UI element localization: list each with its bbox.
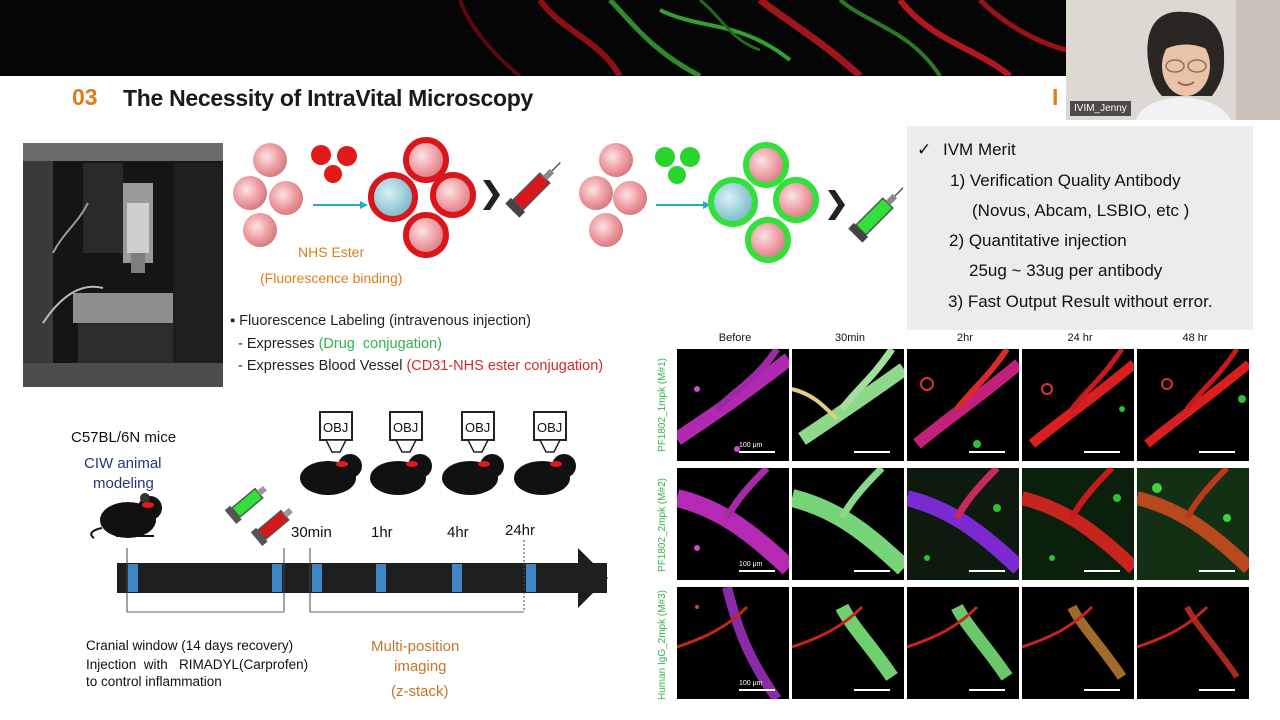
vessel-conjugation-line: - Expresses Blood Vessel (CD31-NHS ester… xyxy=(238,358,603,374)
drug-line-prefix: - Expresses xyxy=(238,336,319,352)
column-label: 48 hr xyxy=(1182,332,1208,344)
microscopy-image xyxy=(1022,349,1134,461)
mouse-strain-label: C57BL/6N mice xyxy=(71,429,177,446)
column-label: 24 hr xyxy=(1067,332,1093,344)
labeling-bullet-text: Fluorescence Labeling (intravenous injec… xyxy=(239,313,531,329)
microscopy-image xyxy=(1022,468,1134,580)
nhs-ester-label: NHS Ester xyxy=(298,244,365,260)
microscopy-image xyxy=(907,468,1019,580)
timepoint-label: 30min xyxy=(291,524,332,541)
vessel-line-prefix: - Expresses Blood Vessel xyxy=(238,358,407,374)
merit-item: (Novus, Abcam, LSBIO, etc ) xyxy=(972,201,1190,220)
microscopy-image xyxy=(1137,468,1249,580)
microscopy-image: 100 μm xyxy=(677,587,789,699)
scale-bar xyxy=(969,570,1005,572)
slide-title: The Necessity of IntraVital Microscopy xyxy=(123,85,533,111)
scale-bar xyxy=(739,689,775,691)
scale-bar xyxy=(1084,570,1120,572)
bullet-icon: ▪ xyxy=(230,313,236,329)
microscopy-image xyxy=(1137,349,1249,461)
scale-bar xyxy=(1199,451,1235,453)
merit-item: 3) Fast Output Result without error. xyxy=(948,292,1213,311)
scale-bar xyxy=(1084,451,1120,453)
imaging-note-line3: (z-stack) xyxy=(391,683,449,700)
column-label: 30min xyxy=(835,332,865,344)
scale-bar xyxy=(854,689,890,691)
recovery-note-line2: Injection with RIMADYL(Carprofen) xyxy=(86,657,309,672)
participant-video-feed xyxy=(1066,0,1280,120)
drug-conjugation-highlight: (Drug conjugation) xyxy=(318,336,442,352)
cd31-conjugation-highlight: (CD31-NHS ester conjugation) xyxy=(406,358,604,374)
ciw-label-line2: modeling xyxy=(93,475,154,492)
scale-bar xyxy=(1084,689,1120,691)
scale-bar xyxy=(739,451,775,453)
microscopy-image xyxy=(792,349,904,461)
row-label: Human IgG_2mpk (M#3) xyxy=(657,589,668,701)
participant-name-label: IVIM_Jenny xyxy=(1070,101,1131,116)
recovery-note-line1: Cranial window (14 days recovery) xyxy=(86,638,294,653)
scale-bar xyxy=(854,451,890,453)
row-label: PF1802_2mpk (M#2) xyxy=(657,478,668,572)
objective-label: OBJ xyxy=(537,420,563,435)
labeling-bullet: ▪ Fluorescence Labeling (intravenous inj… xyxy=(230,313,531,329)
timepoint-label: 1hr xyxy=(371,524,393,541)
timepoint-label: 4hr xyxy=(447,524,469,541)
imaging-note-line2: imaging xyxy=(394,658,447,675)
microscopy-image xyxy=(907,587,1019,699)
scale-bar xyxy=(739,570,775,572)
scale-bar xyxy=(1199,570,1235,572)
drug-conjugation-line: - Expresses (Drug conjugation) xyxy=(238,336,442,352)
objective-label: OBJ xyxy=(465,420,491,435)
participant-video-tile[interactable]: IVIM_Jenny xyxy=(1066,0,1280,120)
microscopy-image xyxy=(792,468,904,580)
microscopy-image xyxy=(907,349,1019,461)
merit-item: 2) Quantitative injection xyxy=(949,231,1127,250)
ciw-label-line1: CIW animal xyxy=(84,455,162,472)
recovery-note-line3: to control inflammation xyxy=(86,674,222,689)
ivm-merit-box: ✓ IVM Merit 1) Verification Quality Anti… xyxy=(907,126,1253,330)
microscope-photo xyxy=(23,143,223,387)
column-label: Before xyxy=(718,332,752,344)
scale-label: 100 μm xyxy=(739,442,763,449)
timepoint-label: 24hr xyxy=(505,522,536,539)
experiment-timeline-diagram xyxy=(60,400,620,710)
microscopy-image xyxy=(1022,587,1134,699)
objective-label: OBJ xyxy=(393,420,419,435)
microscopy-image xyxy=(792,587,904,699)
scale-label: 100 μm xyxy=(739,680,763,687)
scale-bar xyxy=(854,570,890,572)
microscopy-image: 100 μm xyxy=(677,468,789,580)
merit-title: IVM Merit xyxy=(943,140,1016,159)
microscopy-image: 100 μm xyxy=(677,349,789,461)
logo-fragment: I xyxy=(1052,84,1059,110)
merit-item: 25ug ~ 33ug per antibody xyxy=(969,261,1163,280)
scale-bar xyxy=(969,689,1005,691)
objective-label: OBJ xyxy=(323,420,349,435)
scale-label: 100 μm xyxy=(739,561,763,568)
row-label: PF1802_1mpk (M#1) xyxy=(657,358,668,452)
scale-bar xyxy=(969,451,1005,453)
column-label: 2hr xyxy=(957,332,973,344)
fluorescence-labeling-diagram xyxy=(228,135,904,295)
checkmark-icon: ✓ xyxy=(917,140,932,159)
microscopy-image xyxy=(1137,587,1249,699)
fluorescence-binding-label: (Fluorescence binding) xyxy=(260,270,403,286)
scale-bar xyxy=(1199,689,1235,691)
section-number: 03 xyxy=(72,84,98,110)
imaging-note-line1: Multi-position xyxy=(371,638,460,655)
merit-item: 1) Verification Quality Antibody xyxy=(950,171,1181,190)
